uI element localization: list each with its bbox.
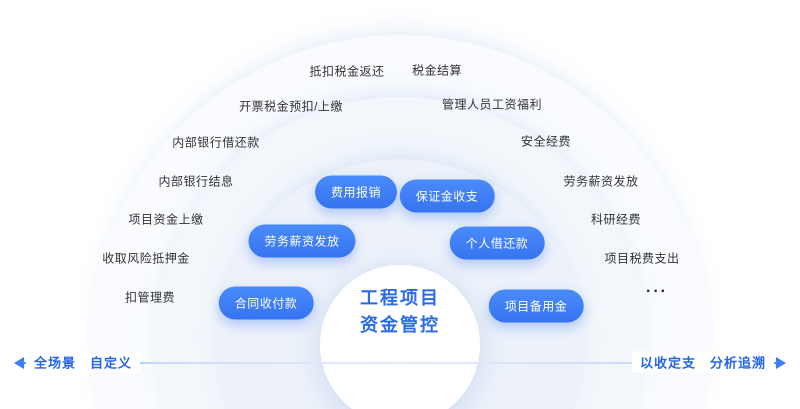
outer-label-tax-deduction-refund: 抵扣税金返还 [309,64,385,79]
left-arrow-icon [14,357,24,369]
pill-contract-receipt-payment: 合同收付款 [218,286,314,320]
footer-label-spend-by-income: 以收定支 [639,355,696,371]
center-title-line1: 工程项目 [360,288,440,308]
outer-label-internal-bank-interest: 内部银行结息 [158,174,234,189]
outer-label-management-fee-deduction: 扣管理费 [124,290,176,305]
center-node: 工程项目 资金管控 [320,265,480,409]
outer-label-safety-funds: 安全经费 [520,134,572,149]
outer-label-project-tax-expense: 项目税费支出 [604,251,680,266]
footer-label-all-scenarios: 全场景 [34,355,77,371]
center-title-line2: 资金管控 [360,315,440,335]
footer-label-analysis-trace: 分析追溯 [709,355,766,371]
outer-label-invoice-tax-withholding: 开票税金预扣/上缴 [239,99,343,114]
outer-label-labor-salary-payment: 劳务薪资发放 [563,174,639,189]
footer-label-customizable: 自定义 [90,355,133,371]
pill-project-reserve-fund: 项目备用金 [488,289,584,323]
footer-axis-line [24,362,776,364]
outer-label-risk-deposit-collection: 收取风险抵押金 [102,251,190,266]
outer-label-management-staff-salary: 管理人员工资福利 [441,97,543,112]
outer-label-research-funds: 科研经费 [590,212,642,227]
outer-label-more-ellipsis: ··· [646,283,668,300]
footer-right-labels: 以收定支 分析追溯 [631,351,774,373]
center-title: 工程项目 资金管控 [320,265,480,339]
outer-label-internal-bank-loan: 内部银行借还款 [172,135,260,150]
outer-label-project-fund-turnover: 项目资金上缴 [128,212,204,227]
pill-labor-salary-payment: 劳务薪资发放 [248,224,356,258]
pill-personal-loan-repayment: 个人借还款 [449,226,545,260]
pill-deposit-income-expense: 保证金收支 [399,179,495,213]
right-arrow-icon [776,357,786,369]
footer-left-labels: 全场景 自定义 [26,351,141,373]
outer-label-tax-settlement: 税金结算 [411,63,463,78]
pill-expense-reimbursement: 费用报销 [314,175,398,209]
